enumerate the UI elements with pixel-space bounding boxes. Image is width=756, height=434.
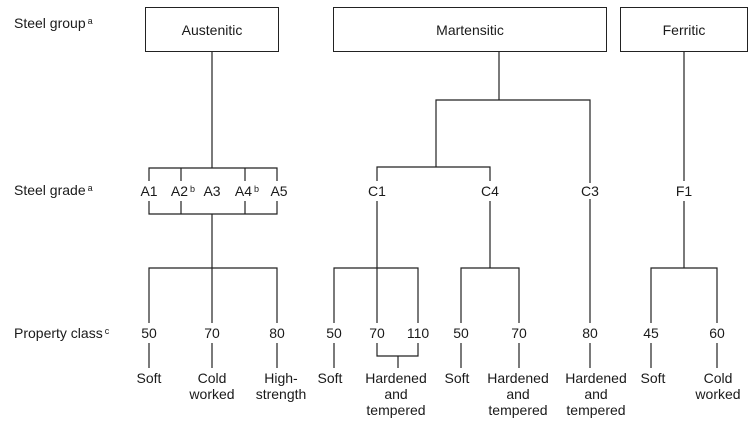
desc-austenitic-soft: Soft (136, 370, 162, 386)
class-c4-50: 50 (452, 325, 470, 341)
group-label-ferritic: Ferritic (662, 21, 706, 38)
grade-c4: C4 (480, 183, 500, 199)
grade-a1: A1 (139, 183, 159, 199)
class-c1-110: 110 (405, 325, 431, 341)
steel-group-footnote-mark: a (87, 16, 93, 26)
desc-f1-soft: Soft (640, 370, 666, 386)
desc-c4-soft: Soft (444, 370, 470, 386)
desc-austenitic-high-strength: High- strength (255, 370, 307, 402)
class-f1-45: 45 (642, 325, 660, 341)
desc-c3-hardened-tempered: Hardened and tempered (565, 370, 627, 418)
desc-c4-hardened-tempered: Hardened and tempered (487, 370, 549, 418)
class-c1-70: 70 (368, 325, 386, 341)
desc-c1-hardened-tempered: Hardened and tempered (365, 370, 427, 418)
group-box-ferritic: Ferritic (620, 7, 748, 52)
group-label-martensitic: Martensitic (436, 21, 504, 38)
class-c4-70: 70 (510, 325, 528, 341)
property-class-footnote-mark: c (104, 326, 110, 336)
desc-f1-cold-worked: Cold worked (695, 370, 741, 402)
grade-c1: C1 (367, 183, 387, 199)
class-austenitic-80: 80 (268, 325, 286, 341)
grade-c3: C3 (580, 183, 600, 199)
class-austenitic-50: 50 (140, 325, 158, 341)
grade-a3: A3 (202, 183, 222, 199)
class-austenitic-70: 70 (203, 325, 221, 341)
group-box-martensitic: Martensitic (333, 7, 607, 52)
desc-austenitic-cold-worked: Cold worked (189, 370, 235, 402)
class-c3-80: 80 (581, 325, 599, 341)
class-f1-60: 60 (708, 325, 726, 341)
grade-a2-footnote-mark: b (190, 184, 196, 194)
grade-a4-footnote-mark: b (254, 184, 260, 194)
grade-f1: F1 (674, 183, 694, 199)
group-label-austenitic: Austenitic (181, 21, 243, 38)
grade-a5: A5 (269, 183, 289, 199)
group-box-austenitic: Austenitic (145, 7, 279, 52)
desc-c1-soft: Soft (317, 370, 343, 386)
steel-grade-footnote-mark: a (87, 183, 93, 193)
class-c1-50: 50 (325, 325, 343, 341)
